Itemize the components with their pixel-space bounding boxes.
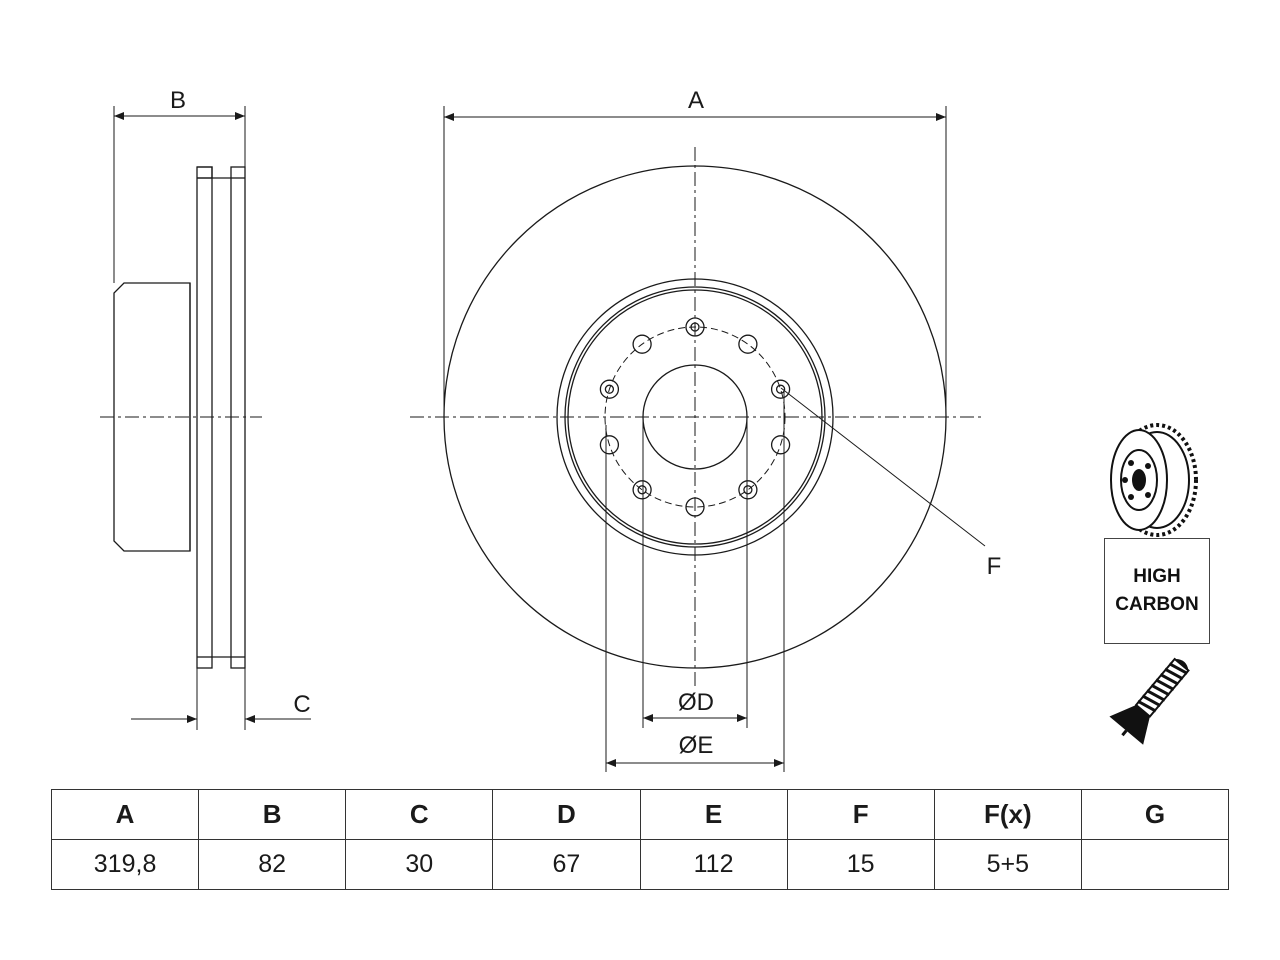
countersunk-screw-icon xyxy=(1109,657,1190,745)
dimension-c xyxy=(131,668,311,730)
screw-hole xyxy=(637,485,647,495)
header-c: C xyxy=(345,789,494,840)
value-fx: 5+5 xyxy=(933,839,1082,890)
header-g: G xyxy=(1080,789,1230,840)
bolt-hole xyxy=(599,379,620,399)
bolt-hole xyxy=(738,480,758,500)
screw-hole xyxy=(604,384,615,394)
bolt-holes xyxy=(599,317,791,517)
dimension-a xyxy=(443,106,947,417)
value-b: 82 xyxy=(198,839,347,890)
dimension-c-label: C xyxy=(293,691,310,718)
value-e: 112 xyxy=(639,839,788,890)
high-carbon-line-2: CARBON xyxy=(1115,594,1199,615)
brake-disc-icon xyxy=(1110,423,1198,537)
bolt-hole xyxy=(632,480,652,500)
value-c: 30 xyxy=(345,839,494,890)
value-g xyxy=(1080,839,1230,890)
header-e: E xyxy=(639,789,788,840)
value-a: 319,8 xyxy=(50,839,200,890)
dimension-e xyxy=(605,390,785,772)
front-centrelines xyxy=(410,147,982,690)
dimension-b xyxy=(113,106,246,283)
side-view xyxy=(100,166,262,669)
bolt-hole xyxy=(599,435,620,455)
header-d: D xyxy=(492,789,641,840)
high-carbon-badge: HIGH CARBON xyxy=(1104,538,1210,644)
bolt-hole xyxy=(770,379,791,399)
dimension-d xyxy=(642,417,748,728)
spec-value-row: 319,8 82 30 67 112 15 5+5 xyxy=(50,839,1230,890)
bolt-hole xyxy=(770,435,791,455)
header-a: A xyxy=(50,789,200,840)
dimension-e-label: ØE xyxy=(679,732,714,759)
value-f: 15 xyxy=(786,839,935,890)
leader-f xyxy=(780,387,986,547)
bolt-hole xyxy=(738,334,758,354)
high-carbon-line-1: HIGH xyxy=(1133,566,1181,587)
dimension-d-label: ØD xyxy=(678,689,714,716)
dimension-f-label: F xyxy=(987,553,1002,580)
bolt-hole xyxy=(632,334,652,354)
header-b: B xyxy=(198,789,347,840)
spec-table: A B C D E F F(x) G 319,8 82 30 67 112 15… xyxy=(50,789,1230,890)
screw-hole xyxy=(743,485,753,495)
dimension-b-label: B xyxy=(170,87,186,114)
header-f: F xyxy=(786,789,935,840)
header-fx: F(x) xyxy=(933,789,1082,840)
screw-hole xyxy=(775,384,786,394)
spec-header-row: A B C D E F F(x) G xyxy=(50,789,1230,840)
dimension-a-label: A xyxy=(688,87,704,114)
value-d: 67 xyxy=(492,839,641,890)
